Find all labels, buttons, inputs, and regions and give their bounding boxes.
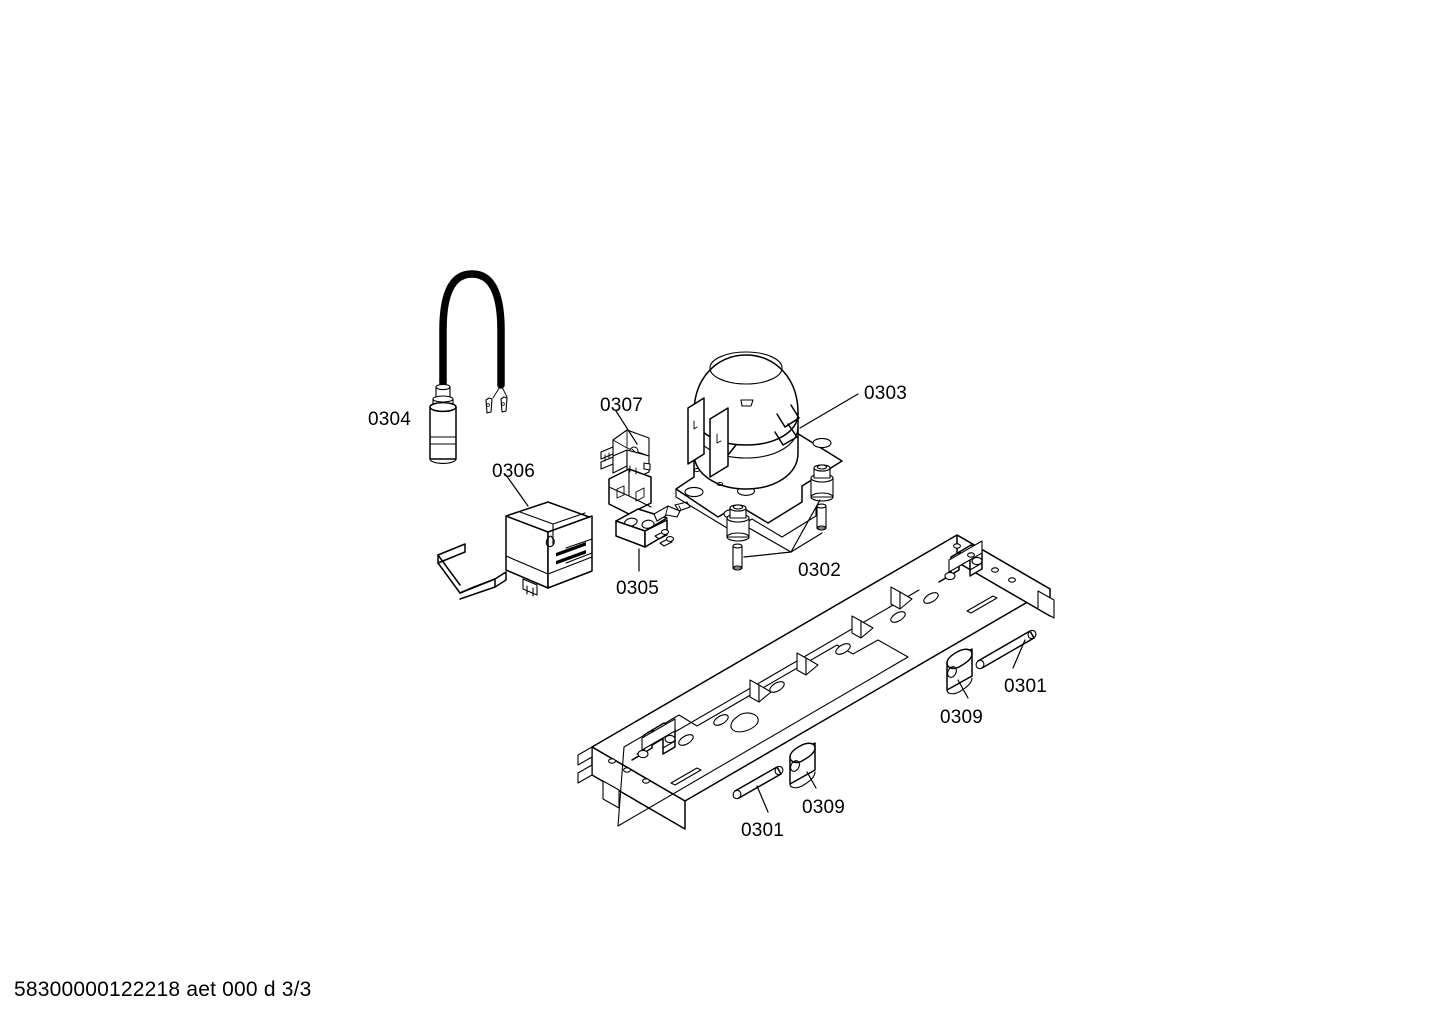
callout-0309-bottom: 0309	[802, 797, 845, 819]
part-0301-pin-bottom	[732, 765, 784, 800]
part-0306-terminal-cover	[437, 501, 593, 600]
leader-0306	[505, 474, 529, 507]
leader-0309-bottom	[806, 771, 817, 789]
callout-0301-right: 0301	[1004, 676, 1047, 698]
part-0303-compressor	[675, 351, 843, 538]
footer-caption: 58300000122218 aet 000 d 3/3	[14, 978, 312, 1001]
callout-0305: 0305	[616, 578, 659, 600]
callout-0301-bottom: 0301	[741, 820, 784, 842]
part-0309-bushing-bottom	[789, 742, 816, 789]
callout-0305-label: 0305	[616, 578, 660, 599]
callout-0302-label: 0302	[798, 560, 842, 581]
callout-0306-label: 0306	[492, 461, 536, 482]
leader-0303	[799, 393, 859, 429]
part-0302-grommets	[726, 464, 834, 571]
callout-0309-right: 0309	[940, 707, 983, 729]
callout-0309-right-label: 0309	[940, 707, 984, 728]
callout-0303: 0303	[864, 383, 907, 405]
callout-0301-bottom-label: 0301	[741, 820, 785, 841]
callout-0304-label: 0304	[368, 409, 412, 430]
leader-0301-bottom	[756, 785, 769, 813]
callout-0303-label: 0303	[864, 383, 908, 404]
callout-0307: 0307	[600, 395, 643, 417]
leader-0307	[615, 410, 638, 445]
leader-0301-right	[1012, 639, 1026, 669]
part-0304-capacitor-with-cable	[429, 270, 508, 464]
callout-0307-label: 0307	[600, 395, 644, 416]
callout-0309-bottom-label: 0309	[802, 797, 846, 818]
callout-0304: 0304	[368, 409, 411, 431]
callout-0301-right-label: 0301	[1004, 676, 1048, 697]
part-0309-bushing-right	[946, 648, 973, 695]
callout-0306: 0306	[492, 461, 535, 483]
part-mounting-rail	[577, 534, 1055, 830]
callout-0302: 0302	[798, 560, 841, 582]
leader-0309-right	[957, 679, 969, 699]
part-0307-overload-protector	[600, 429, 652, 515]
callout-leader-lines	[505, 393, 1026, 813]
part-0305-ptc-start-relay	[615, 501, 691, 548]
part-0301-pin-right	[975, 629, 1037, 670]
